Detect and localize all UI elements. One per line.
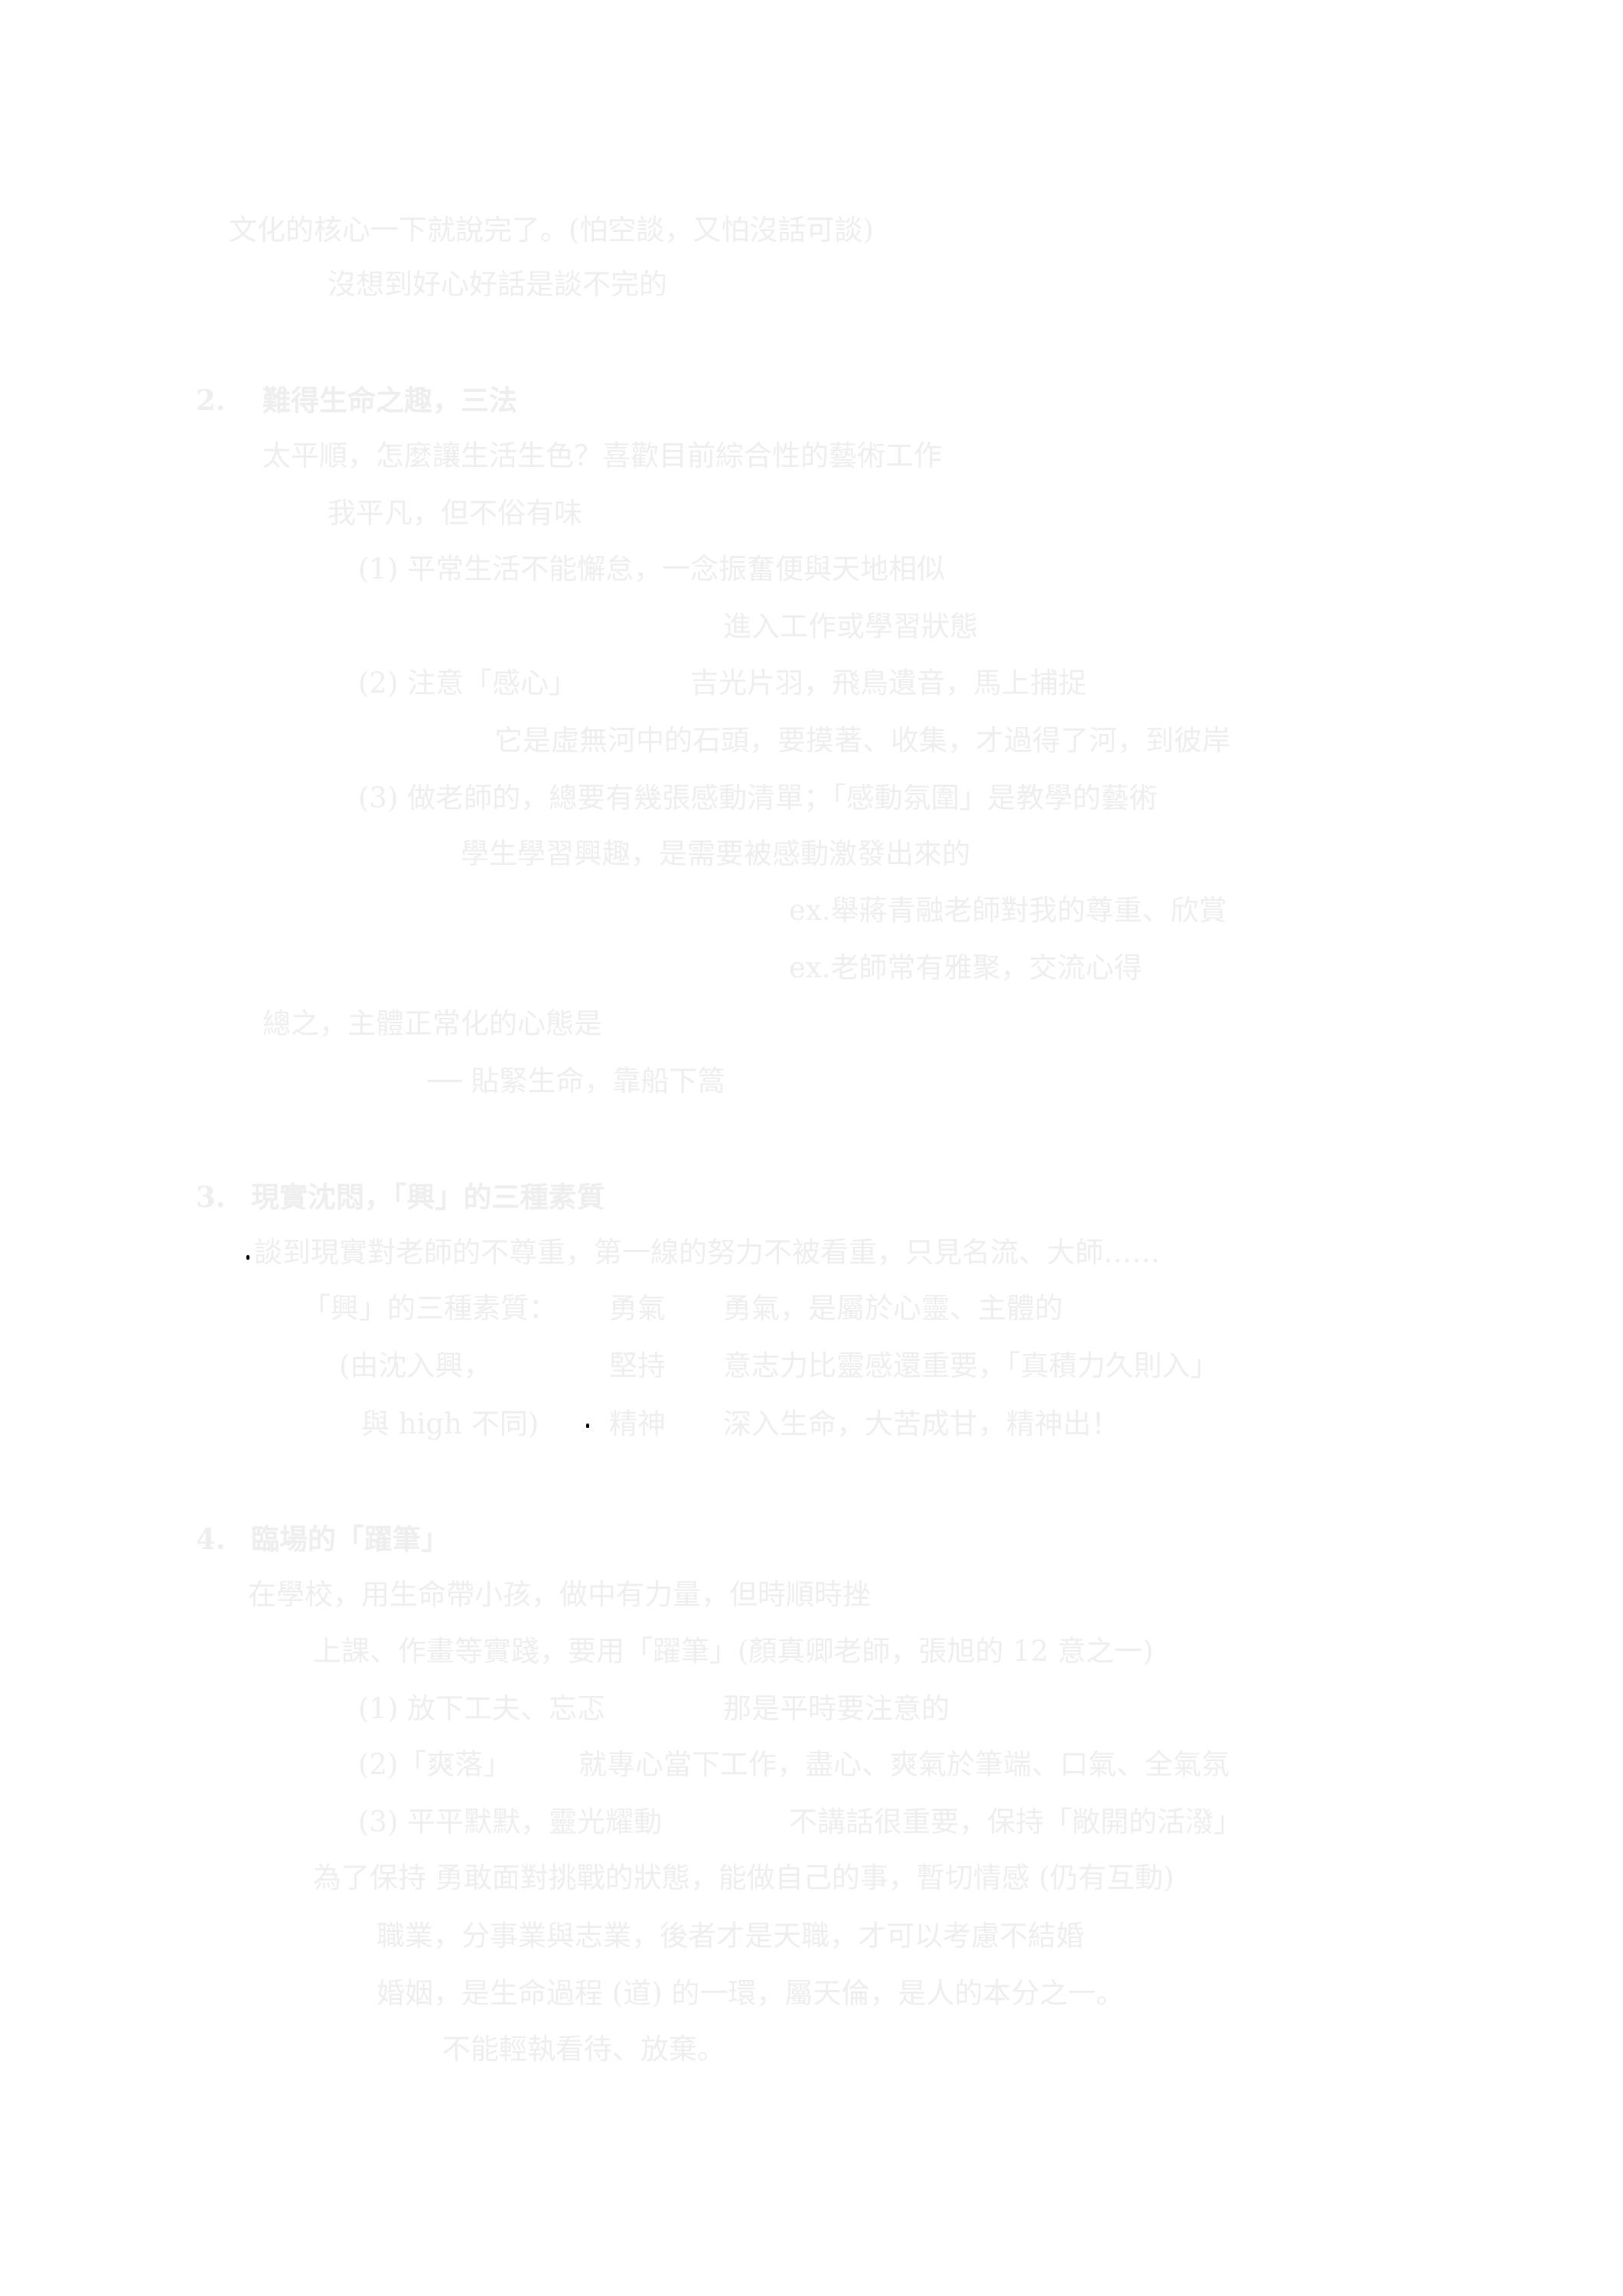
text-line: 就專心當下工作，盡心、爽氣於筆端、口氣、全氣氛 [578,1748,1230,1781]
text-line: 職業，分事業與志業，後者才是天職，才可以考慮不結婚 [376,1919,1084,1952]
text-line: 「興」的三種素質： [302,1292,557,1325]
text-line: 勇氣，是屬於心靈、主體的 [723,1292,1063,1325]
text-line: 深入生命，大苦成甘，精神出！ [723,1407,1119,1440]
text-line: ex.老師常有雅聚，交流心得 [789,951,1142,984]
text-line: 我平凡，但不俗有味 [328,497,582,530]
text-line: 婚姻，是生命過程 (道) 的一環，屬天倫，是人的本分之一。 [376,1977,1125,2010]
text-line: 勇氣 [609,1292,666,1325]
section-heading: 現實沈悶，「興」的三種素質 [251,1180,605,1214]
text-line: 精神 [609,1407,666,1440]
text-line: 沒想到好心好話是談不完的 [328,268,667,301]
text-line: (1) 放下工夫、忘忑 [358,1692,606,1725]
text-line: 在學校，用生命帶小孩，做中有力量，但時順時挫 [248,1578,871,1611]
text-line: (3) 做老師的，總要有幾張感動清單；「感動氛圍」是教學的藝術 [358,781,1158,814]
text-line: 為了保持 勇敢面對挑戰的狀態，能做自己的事，暫切情感 (仍有互動) [313,1861,1175,1894]
text-line: 意志力比靈感還重要，「真積力久則入」 [723,1349,1219,1382]
text-line: 談到現實對老師的不尊重，第一線的努力不被看重，只見名流、大師…… [254,1236,1160,1269]
text-line: ── 貼緊生命，靠船下篙 [428,1065,726,1097]
section-heading: 臨場的「躍筆」 [251,1522,449,1556]
bullet-dot [246,1255,249,1260]
section-number: 3. [196,1180,226,1214]
text-line: 那是平時要注意的 [723,1692,950,1725]
text-line: 太平順，怎麼讓生活生色？喜歡目前綜合性的藝術工作 [262,439,942,472]
text-line: 上課、作畫等實踐，要用「躍筆」(顏真卿老師，張旭的 12 意之一) [313,1635,1154,1668]
section-heading: 難得生命之趣，三法 [262,383,517,417]
text-line: (2)「爽落」 [358,1748,512,1781]
text-line: 總之，主體正常化的心態是 [262,1007,602,1040]
text-line: 不講話很重要，保持「敞開的活潑」 [789,1805,1242,1838]
section-number: 4. [196,1522,226,1556]
text-line: (2) 注意「感心」 [358,667,578,700]
text-line: 吉光片羽，飛鳥遺音，馬上捕捉 [690,667,1087,700]
text-line: 與 high 不同) [361,1407,539,1440]
text-line: 學生學習興趣，是需要被感動激發出來的 [461,837,970,870]
text-line: ex.舉蔣青融老師對我的尊重、欣賞 [789,894,1227,927]
text-line: 它是虛無河中的石頭，要摸著、收集，才過得了河，到彼岸 [494,724,1230,757]
text-line: (由沈入興， [339,1349,492,1382]
section-number: 2. [196,383,226,417]
text-line: (1) 平常生活不能懈怠，一念振奮便與天地相似 [358,553,946,585]
bullet-dot [586,1424,589,1428]
text-line: 堅持 [609,1349,666,1382]
text-line: 不能輕執看待、放棄。 [442,2033,725,2066]
text-line: 進入工作或學習狀態 [723,610,978,643]
text-line: (3) 平平默默，靈光耀動 [358,1805,663,1838]
text-line: 文化的核心一下就說完了。(怕空談，又怕沒話可談) [229,214,874,246]
